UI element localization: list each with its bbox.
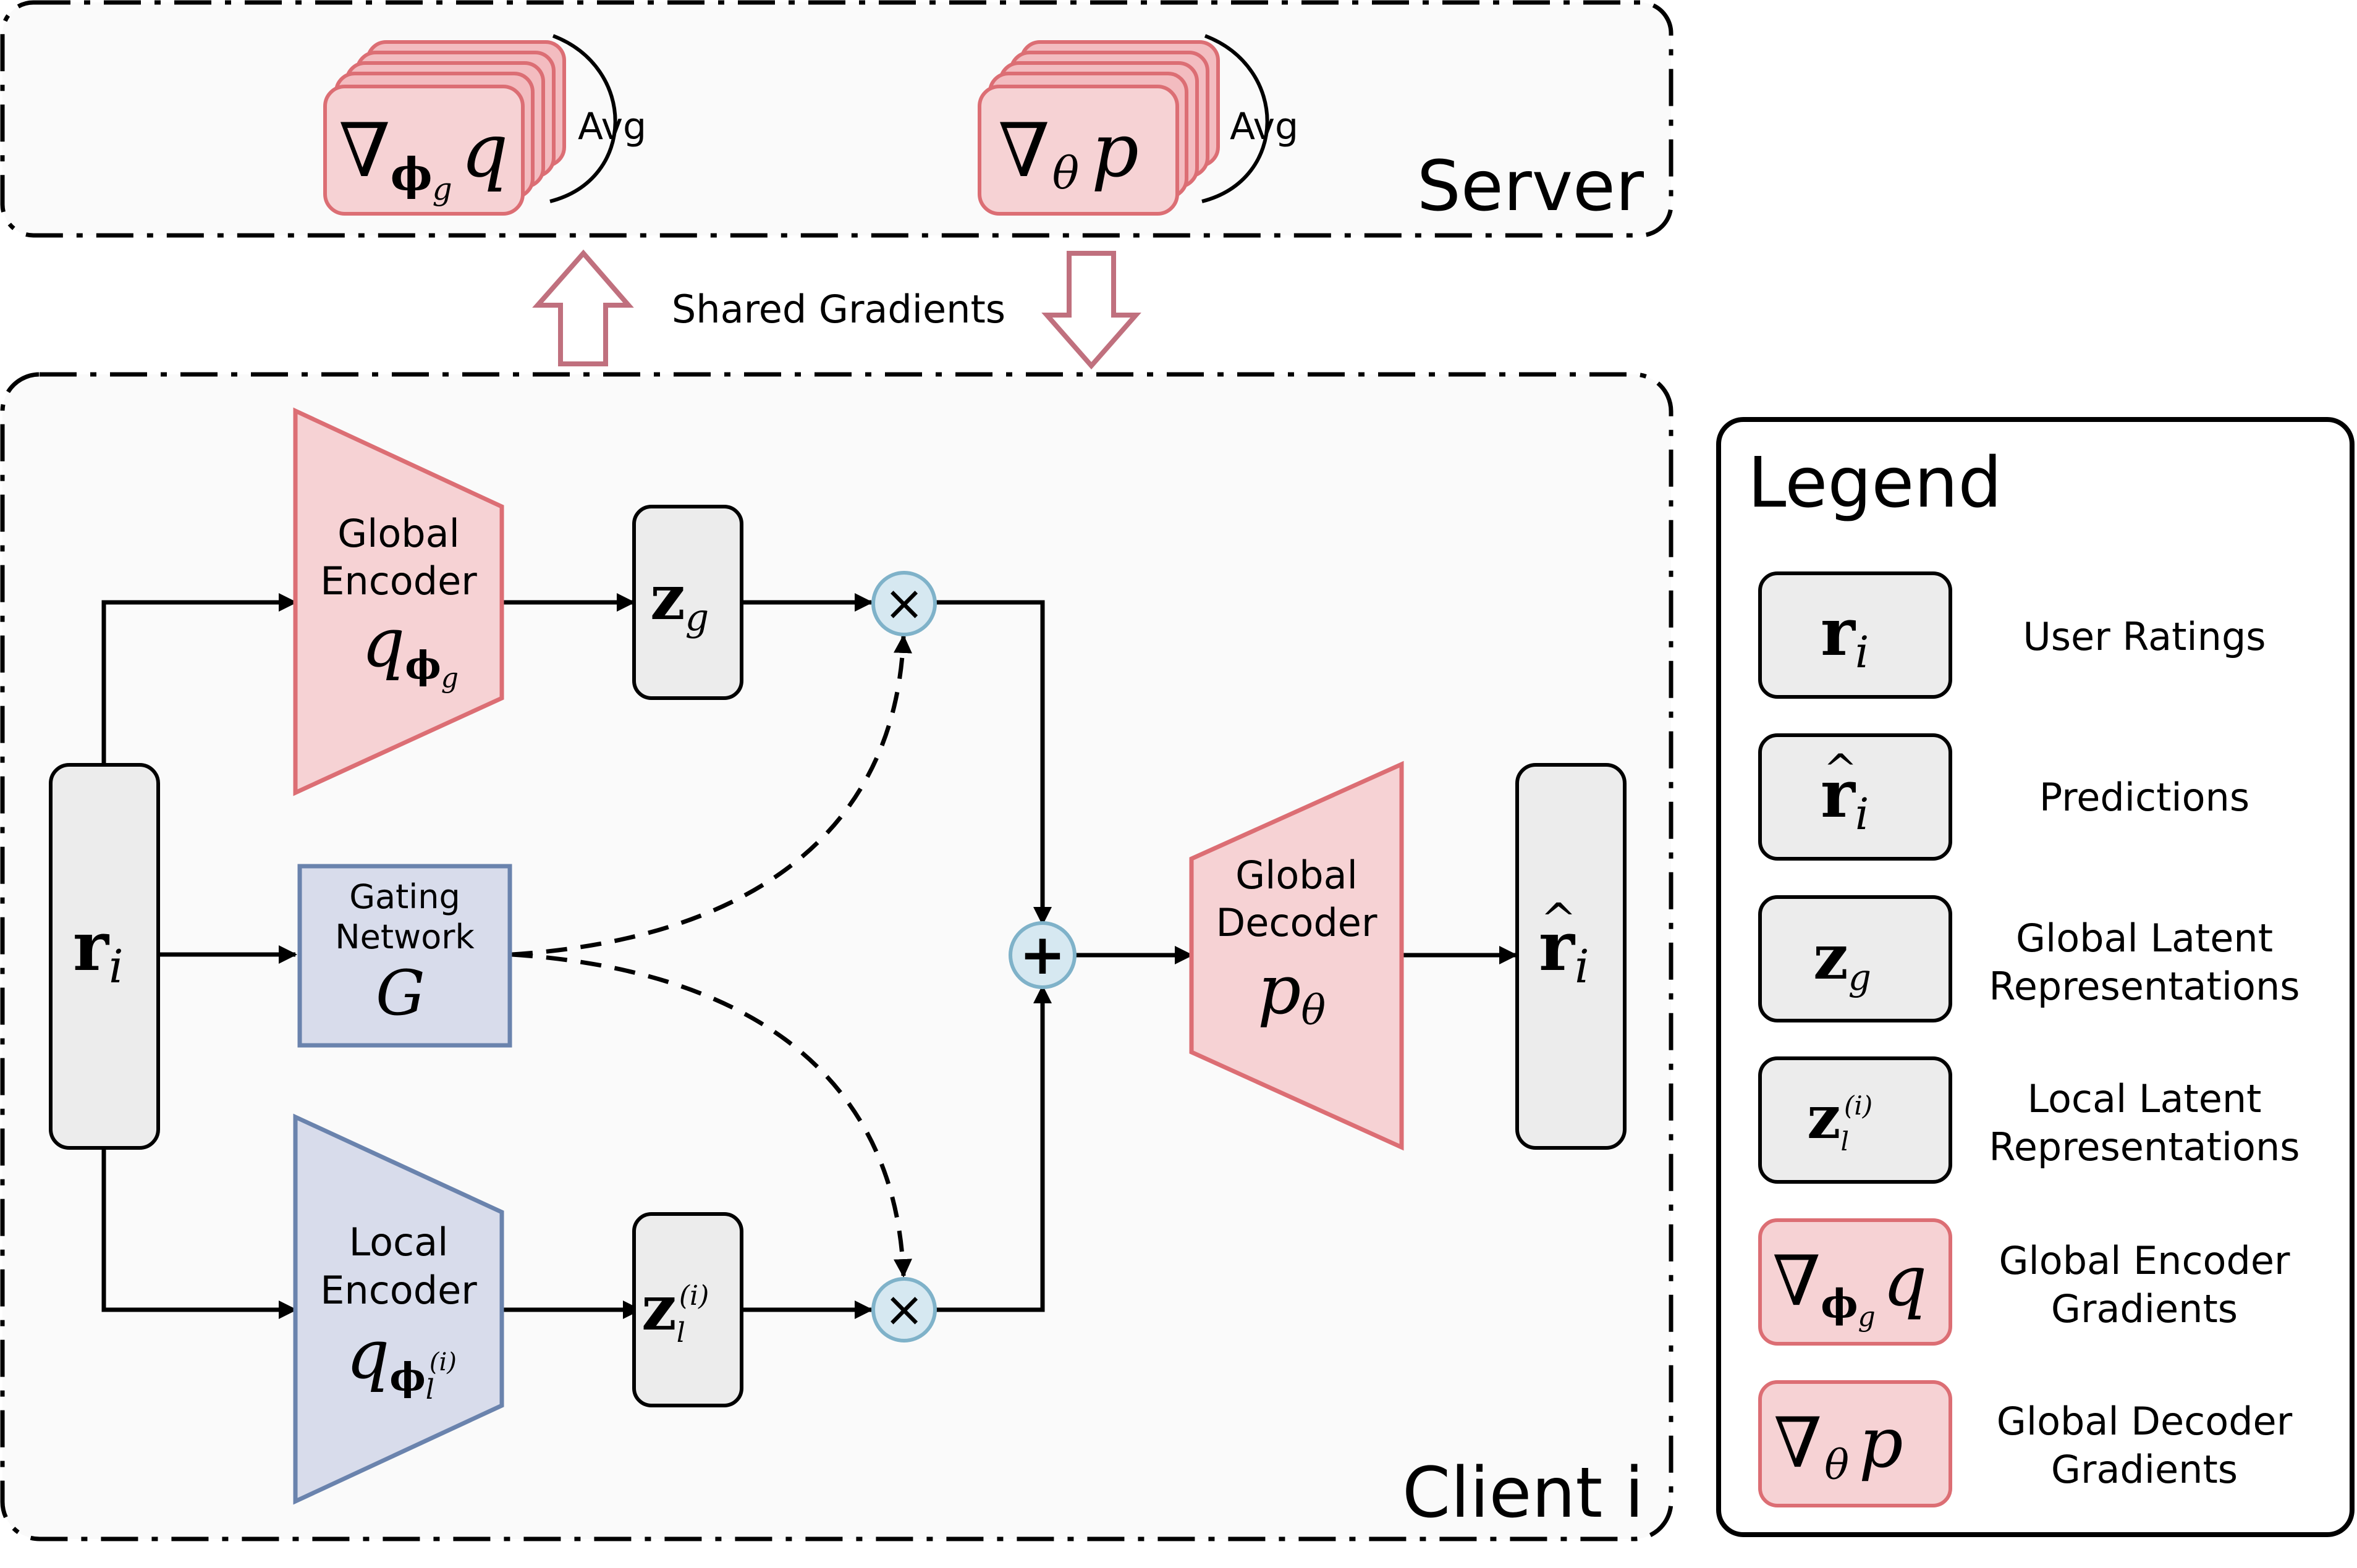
legend-text-local-latent-2: Representations	[1989, 1124, 2300, 1170]
output-predictions-block: ^ ri	[1515, 763, 1627, 1150]
encoder-avg-label: Avg	[578, 105, 646, 148]
shared-gradients: Shared Gradients	[532, 249, 1141, 370]
decoder-avg-bracket	[1201, 34, 1269, 203]
output-predictions-hat: ^	[1541, 894, 1577, 945]
local-encoder: Local Encoder qϕl(i)	[293, 1113, 504, 1505]
legend-text-global-latent-2: Representations	[1989, 964, 2300, 1009]
legend-text-user-ratings: User Ratings	[2023, 614, 2266, 659]
arrow-ri-to-global-encoder	[101, 593, 297, 764]
multiply-symbol-top: ×	[884, 576, 924, 631]
connectors	[101, 593, 1518, 1319]
legend-text-encoder-gradients-2: Gradients	[2051, 1286, 2238, 1331]
global-encoder: Global Encoder qϕg	[293, 407, 504, 796]
download-arrow	[1041, 251, 1141, 370]
global-latent-symbol: zg	[650, 561, 709, 639]
shared-gradients-label: Shared Gradients	[672, 287, 1005, 332]
local-encoder-symbol: qϕl(i)	[346, 1315, 457, 1406]
add-op: +	[1009, 921, 1077, 989]
upload-arrow	[532, 249, 634, 366]
legend-swatch-zg: zg	[1813, 921, 1871, 998]
local-latent-block: zl(i)	[632, 1212, 743, 1407]
legend-swatch-rhat-hat: ^	[1823, 746, 1857, 793]
gating-network: Gating Network G	[297, 864, 512, 1048]
global-decoder-line2: Decoder	[1216, 900, 1377, 945]
client-panel: Client i ri Global	[0, 372, 1674, 1541]
legend-text-global-latent-1: Global Latent	[2016, 916, 2273, 961]
input-ratings-symbol: ri	[73, 906, 124, 993]
legend-item-predictions: ^ ri Predictions	[1758, 733, 2249, 861]
legend-panel: Legend ri User Ratings ^ ri Predictions …	[1716, 417, 2355, 1537]
arrow-ri-to-local-encoder	[101, 1148, 297, 1319]
gating-network-symbol: G	[376, 957, 425, 1029]
server-label: Server	[1417, 146, 1644, 227]
legend-text-encoder-gradients-1: Global Encoder	[1999, 1238, 2290, 1283]
multiply-op-bottom: ×	[871, 1277, 937, 1342]
legend-text-predictions: Predictions	[2039, 775, 2249, 820]
line-top-multiply-to-add	[936, 600, 1052, 925]
gating-network-line2: Network	[335, 917, 475, 956]
multiply-op-top: ×	[871, 571, 937, 636]
legend-swatch-rhat: ri	[1821, 755, 1869, 840]
legend-item-local-latent: zl(i) Local Latent Representations	[1758, 1056, 2300, 1184]
legend-swatch-ri: ri	[1821, 593, 1869, 678]
legend-title: Legend	[1748, 443, 2002, 523]
legend-text-decoder-gradients-1: Global Decoder	[1997, 1399, 2293, 1444]
multiply-symbol-bottom: ×	[884, 1282, 924, 1338]
global-decoder-line1: Global	[1235, 853, 1358, 898]
encoder-avg-bracket	[549, 34, 617, 203]
decoder-avg-label: Avg	[1230, 105, 1298, 148]
input-ratings-block: ri	[49, 763, 160, 1150]
local-encoder-line1: Local	[349, 1220, 449, 1265]
client-label: Client i	[1402, 1453, 1644, 1533]
global-encoder-symbol: qϕg	[362, 603, 459, 694]
global-encoder-line2: Encoder	[320, 558, 477, 604]
legend-swatch-zl: zl(i)	[1807, 1082, 1872, 1157]
legend-item-global-latent: zg Global Latent Representations	[1758, 895, 2300, 1022]
global-encoder-line1: Global	[337, 511, 460, 556]
legend-text-local-latent-1: Local Latent	[2028, 1076, 2262, 1121]
output-predictions-symbol: ri	[1539, 906, 1589, 993]
legend-text-decoder-gradients-2: Gradients	[2051, 1447, 2238, 1492]
local-latent-symbol: zl(i)	[641, 1271, 709, 1349]
global-latent-block: zg	[632, 505, 743, 700]
add-symbol: +	[1019, 922, 1065, 987]
line-bottom-multiply-to-add	[936, 985, 1052, 1312]
gating-network-line1: Gating	[349, 877, 460, 916]
global-decoder-symbol: pθ	[1258, 950, 1326, 1034]
global-decoder: Global Decoder pθ	[1189, 761, 1404, 1151]
legend-item-user-ratings: ri User Ratings	[1758, 571, 2266, 699]
local-encoder-line2: Encoder	[320, 1268, 477, 1313]
